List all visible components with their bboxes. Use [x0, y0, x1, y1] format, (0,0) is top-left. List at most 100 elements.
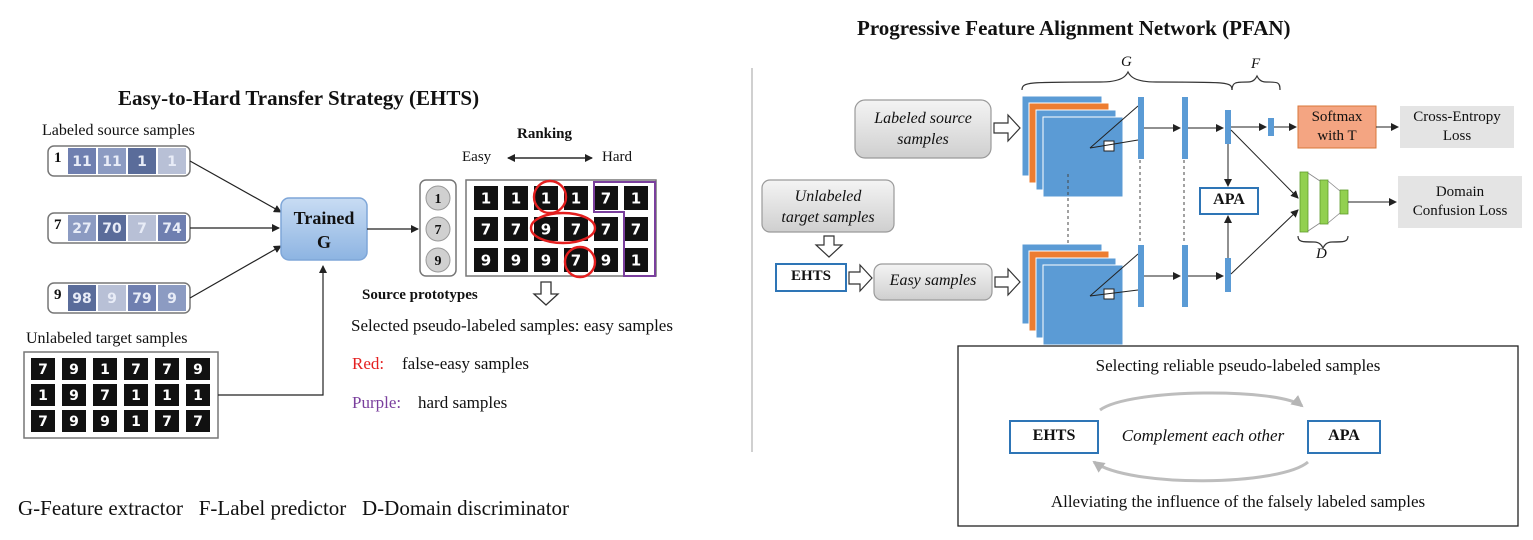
d-layer-2: [1319, 179, 1329, 225]
d-brace: [1297, 235, 1349, 250]
unlabeled-target-text: Unlabeled target samples: [781, 188, 875, 226]
digit-thumbnail: 7: [155, 358, 179, 380]
hard-label: Hard: [602, 149, 632, 165]
digit-thumbnail: 7: [474, 217, 498, 241]
prototype-circle: 1: [425, 185, 451, 211]
svg-text:1: 1: [571, 189, 581, 207]
digit-thumbnail: 7: [504, 217, 528, 241]
unlabeled-target-label: Unlabeled target samples: [26, 330, 188, 347]
conv-to-fc-line: [1089, 139, 1139, 149]
cycle-arrow-top: [1099, 391, 1304, 412]
digit-thumbnail: 1: [128, 148, 156, 174]
svg-text:74: 74: [162, 221, 182, 237]
hollow-arrow-ehts: [848, 263, 873, 293]
digit-thumbnail: 7: [31, 410, 55, 432]
red-desc: false-easy samples: [402, 354, 529, 373]
target-feature-stack: [1021, 243, 1124, 346]
d-layer-3: [1339, 189, 1349, 215]
svg-text:1: 1: [193, 388, 203, 404]
digit-thumbnail: 7: [564, 217, 588, 241]
svg-text:9: 9: [601, 251, 611, 269]
digit-thumbnail: 7: [594, 186, 618, 210]
svg-text:1: 1: [435, 192, 442, 207]
digit-thumbnail: 9: [504, 248, 528, 272]
fc-layer-top-1: [1138, 97, 1144, 159]
abbreviation-legend: G-Feature extractor F-Label predictor D-…: [18, 496, 570, 520]
digit-thumbnail: 1: [124, 384, 148, 406]
arrow-ftop-d: [1230, 129, 1299, 199]
easy-samples-text: Easy samples: [889, 272, 977, 289]
hollow-arrow-target: [994, 267, 1021, 297]
svg-text:7: 7: [481, 220, 491, 238]
svg-text:79: 79: [132, 291, 151, 307]
domain-loss-text: Domain Confusion Loss: [1412, 184, 1508, 219]
softmax-text: Softmax with T: [1311, 109, 1363, 144]
svg-text:98: 98: [72, 291, 91, 307]
svg-text:7: 7: [100, 388, 110, 404]
digit-thumbnail: 74: [158, 215, 186, 241]
hollow-arrow-source: [993, 113, 1021, 143]
svg-text:1: 1: [541, 189, 551, 207]
svg-text:7: 7: [193, 414, 203, 430]
svg-text:7: 7: [571, 251, 581, 269]
digit-thumbnail: 98: [68, 285, 96, 311]
false-easy-highlight: [532, 179, 568, 215]
digit-thumbnail: 1: [564, 186, 588, 210]
digit-thumbnail: 1: [186, 384, 210, 406]
false-easy-highlight: [529, 211, 597, 245]
g-brace: [1021, 70, 1233, 91]
purple-key: Purple:: [352, 393, 402, 412]
prototype-circle: 7: [425, 216, 451, 242]
digit-thumbnail: 7: [155, 410, 179, 432]
svg-text:9: 9: [481, 251, 491, 269]
ce-loss-box: [1400, 106, 1514, 148]
digit-thumbnail: 1: [155, 384, 179, 406]
digit-thumbnail: 7: [124, 358, 148, 380]
svg-text:7: 7: [601, 189, 611, 207]
f-brace: [1231, 74, 1281, 91]
source-row-digit: 1: [54, 150, 62, 166]
digit-thumbnail: 9: [62, 384, 86, 406]
svg-text:7: 7: [601, 220, 611, 238]
source-prototypes-label: Source prototypes: [362, 287, 478, 303]
svg-text:1: 1: [131, 388, 141, 404]
pfan-title: Progressive Feature Alignment Network (P…: [857, 16, 1291, 40]
svg-text:7: 7: [131, 362, 141, 378]
svg-text:9: 9: [193, 362, 203, 378]
svg-text:7: 7: [511, 220, 521, 238]
svg-text:7: 7: [162, 414, 172, 430]
ehts-box-text: EHTS: [790, 268, 832, 284]
digit-thumbnail: 9: [158, 285, 186, 311]
svg-text:7: 7: [631, 220, 641, 238]
svg-text:7: 7: [38, 414, 48, 430]
digit-thumbnail: 9: [98, 285, 126, 311]
digit-thumbnail: 9: [594, 248, 618, 272]
logit-layer: [1268, 118, 1274, 136]
labeled-source-box: [854, 99, 992, 159]
digit-thumbnail: 1: [31, 384, 55, 406]
digit-thumbnail: 1: [474, 186, 498, 210]
svg-text:1: 1: [131, 414, 141, 430]
conv-to-fc-line: [1089, 105, 1139, 149]
arrow-fbottom-d: [1230, 209, 1299, 275]
svg-text:9: 9: [541, 220, 551, 238]
conv-to-fc-line: [1089, 289, 1139, 297]
unlabeled-target-box: [761, 179, 895, 233]
apa-box: [1199, 187, 1259, 215]
prototype-circle: 9: [425, 247, 451, 273]
svg-text:1: 1: [631, 251, 641, 269]
svg-text:7: 7: [435, 223, 442, 238]
arrow-src9-to-g: [189, 245, 282, 299]
d-label: D: [1316, 246, 1327, 262]
digit-thumbnail: 9: [186, 358, 210, 380]
source-row-digit: 9: [54, 287, 62, 303]
source-feature-stack: [1021, 95, 1124, 198]
easy-label: Easy: [462, 149, 492, 165]
apa-box-text: APA: [1213, 191, 1245, 208]
svg-text:9: 9: [435, 254, 442, 269]
ranking-label: Ranking: [517, 126, 573, 142]
red-key: Red:: [352, 354, 385, 373]
cycle-arrow-bottom: [1092, 460, 1309, 483]
svg-text:7: 7: [137, 221, 147, 237]
svg-text:1: 1: [38, 388, 48, 404]
